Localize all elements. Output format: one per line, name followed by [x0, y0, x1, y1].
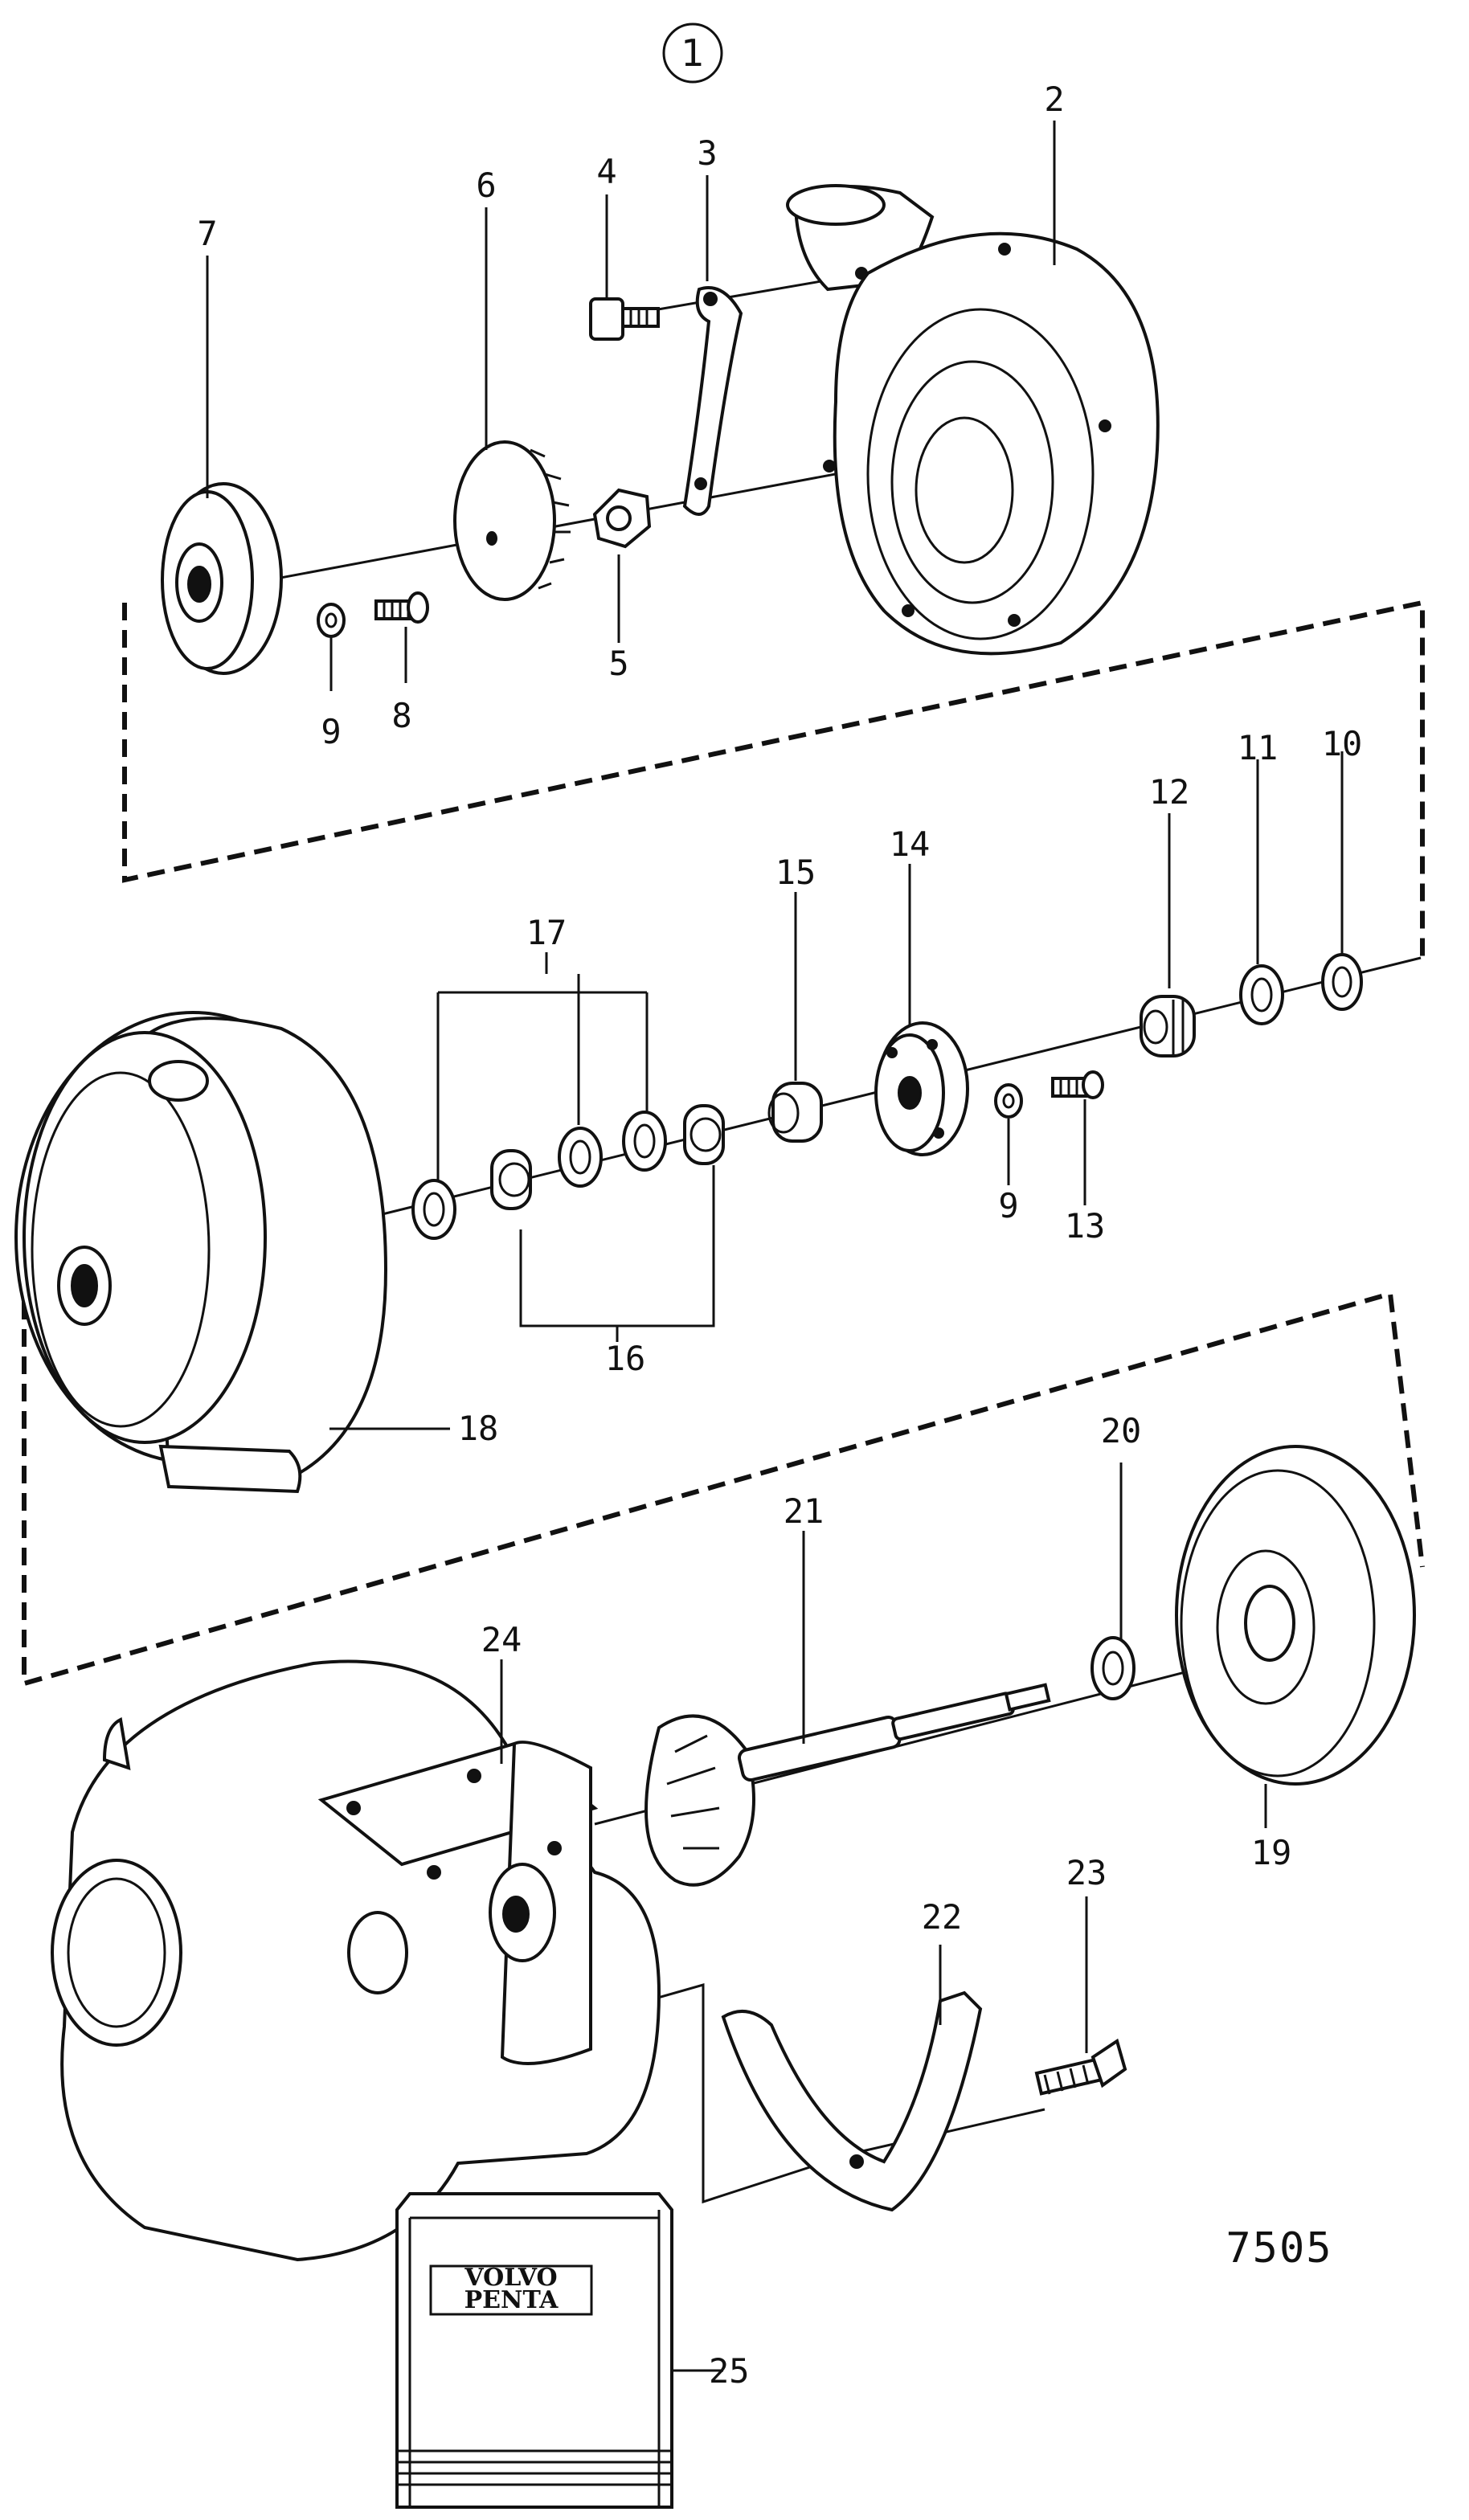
label-part-15: 15: [775, 853, 816, 892]
label-part-4: 4: [596, 152, 616, 191]
label-part-16: 16: [605, 1339, 646, 1378]
part-21-turbine-shaft: [644, 1683, 1051, 1887]
label-part-6: 6: [476, 166, 496, 205]
penta-logo-line2: PENTA: [464, 2286, 559, 2314]
part-14-thrust-bearing: [874, 1021, 969, 1156]
label-part-14: 14: [890, 824, 931, 864]
part-23-bolt: [1034, 2038, 1127, 2096]
part-22-clamp: [721, 1990, 983, 2212]
part-15-thrust-sleeve: [767, 1082, 823, 1143]
part-9-washer-middle: [994, 1083, 1023, 1119]
part-labels: 2 3 4 5 6 7 8 9 10 11 12 13 14 15 16 17 …: [197, 80, 1362, 2391]
label-part-24: 24: [481, 1620, 522, 1659]
section-turbine: VOLVO PENTA: [51, 1445, 1416, 2509]
label-part-21: 21: [784, 1491, 825, 1531]
label-part-5: 5: [608, 644, 628, 683]
part-17-piston-rings: [411, 1111, 667, 1240]
part-16-bearings: [490, 1104, 725, 1210]
label-part-17: 17: [526, 913, 567, 952]
label-part-22: 22: [922, 1897, 963, 1937]
label-part-9-middle: 9: [998, 1186, 1018, 1225]
part-11-ring: [1239, 964, 1284, 1025]
group-number-badge: 1: [662, 22, 723, 84]
part-19-heat-shield: [1175, 1445, 1416, 1786]
part-13-screw: [1051, 1070, 1104, 1099]
label-part-12: 12: [1149, 772, 1190, 812]
part-24-turbine-housing: [51, 1659, 661, 2262]
group-number: 1: [681, 31, 704, 75]
part-2-compressor-cover: [786, 184, 1160, 656]
part-6-impeller-disc: [453, 440, 571, 601]
label-part-25: 25: [709, 2351, 750, 2391]
label-part-10: 10: [1322, 724, 1363, 763]
part-25-gasket-kit: VOLVO PENTA: [395, 2192, 673, 2509]
label-part-11: 11: [1238, 728, 1279, 767]
part-20-ring: [1090, 1636, 1136, 1700]
label-part-7: 7: [197, 214, 217, 253]
label-part-2: 2: [1044, 80, 1064, 119]
label-part-23: 23: [1066, 1853, 1107, 1892]
part-8-screw: [374, 591, 429, 624]
label-part-18: 18: [458, 1409, 499, 1448]
label-part-8: 8: [391, 696, 411, 735]
part-9-washer-top: [317, 603, 346, 638]
volvo-logo-line1: VOLVO: [464, 2264, 557, 2292]
label-part-9-top: 9: [321, 712, 341, 751]
section-compressor-cover: [122, 121, 1425, 956]
part-5-nut: [592, 488, 652, 549]
label-part-13: 13: [1065, 1206, 1106, 1246]
part-12-seal-bush: [1140, 995, 1196, 1058]
part-10-ring: [1321, 953, 1363, 1011]
drawing-code: 7505: [1226, 2224, 1332, 2272]
label-part-19: 19: [1251, 1833, 1292, 1872]
label-part-3: 3: [697, 133, 717, 173]
section-bearing-housing: [14, 751, 1425, 1687]
part-3-lock-plate: [682, 286, 743, 516]
part-7-hub: [161, 482, 283, 675]
part-4-bolt: [589, 297, 660, 341]
part-18-bearing-housing: [14, 1011, 388, 1494]
label-part-20: 20: [1101, 1411, 1142, 1450]
